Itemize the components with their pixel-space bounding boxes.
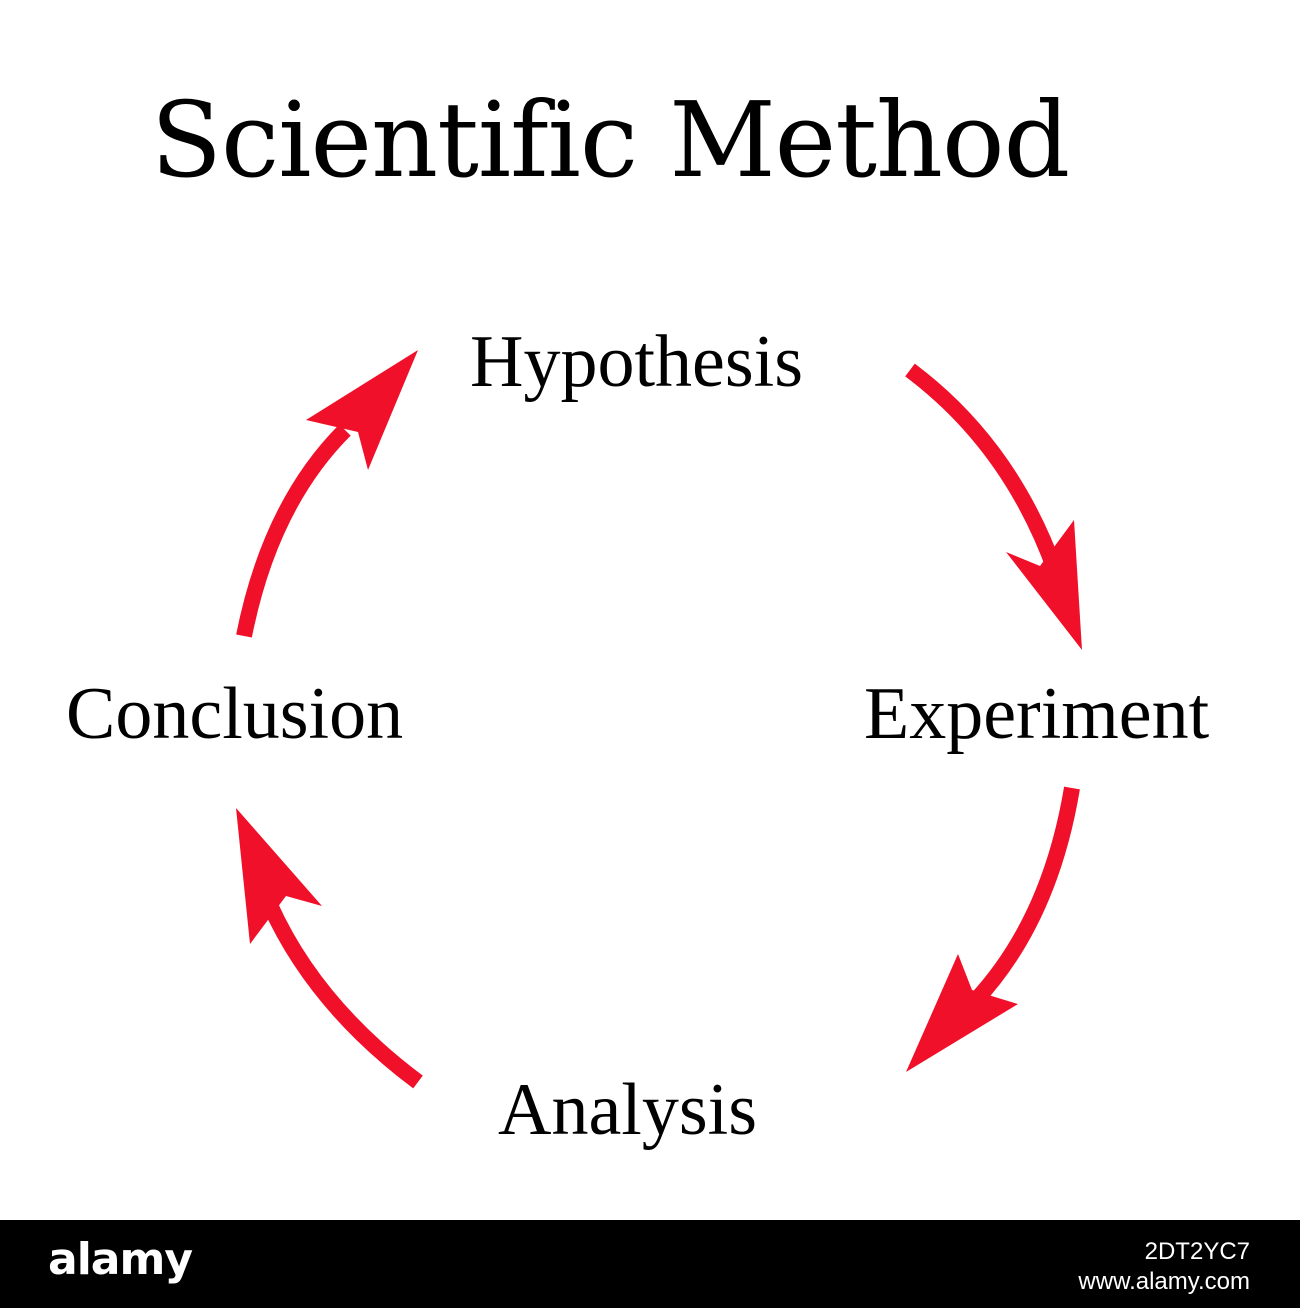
node-hypothesis: Hypothesis bbox=[470, 321, 803, 403]
watermark-footer: alamy 2DT2YC7 www.alamy.com bbox=[0, 1220, 1300, 1308]
site-url-label: www.alamy.com bbox=[1078, 1268, 1250, 1295]
node-experiment: Experiment bbox=[864, 673, 1210, 755]
arrow-hypothesis-to-experiment bbox=[905, 363, 1082, 650]
cycle-arrows bbox=[236, 350, 1082, 1089]
node-conclusion: Conclusion bbox=[66, 673, 404, 755]
node-analysis: Analysis bbox=[498, 1069, 757, 1151]
alamy-logo: alamy bbox=[48, 1234, 193, 1285]
arrow-experiment-to-analysis bbox=[906, 786, 1080, 1072]
arrow-analysis-to-conclusion bbox=[236, 808, 423, 1089]
diagram-title: Scientific Method bbox=[150, 79, 1070, 201]
arrow-conclusion-to-hypothesis bbox=[236, 350, 418, 638]
image-id-label: 2DT2YC7 bbox=[1144, 1238, 1250, 1265]
